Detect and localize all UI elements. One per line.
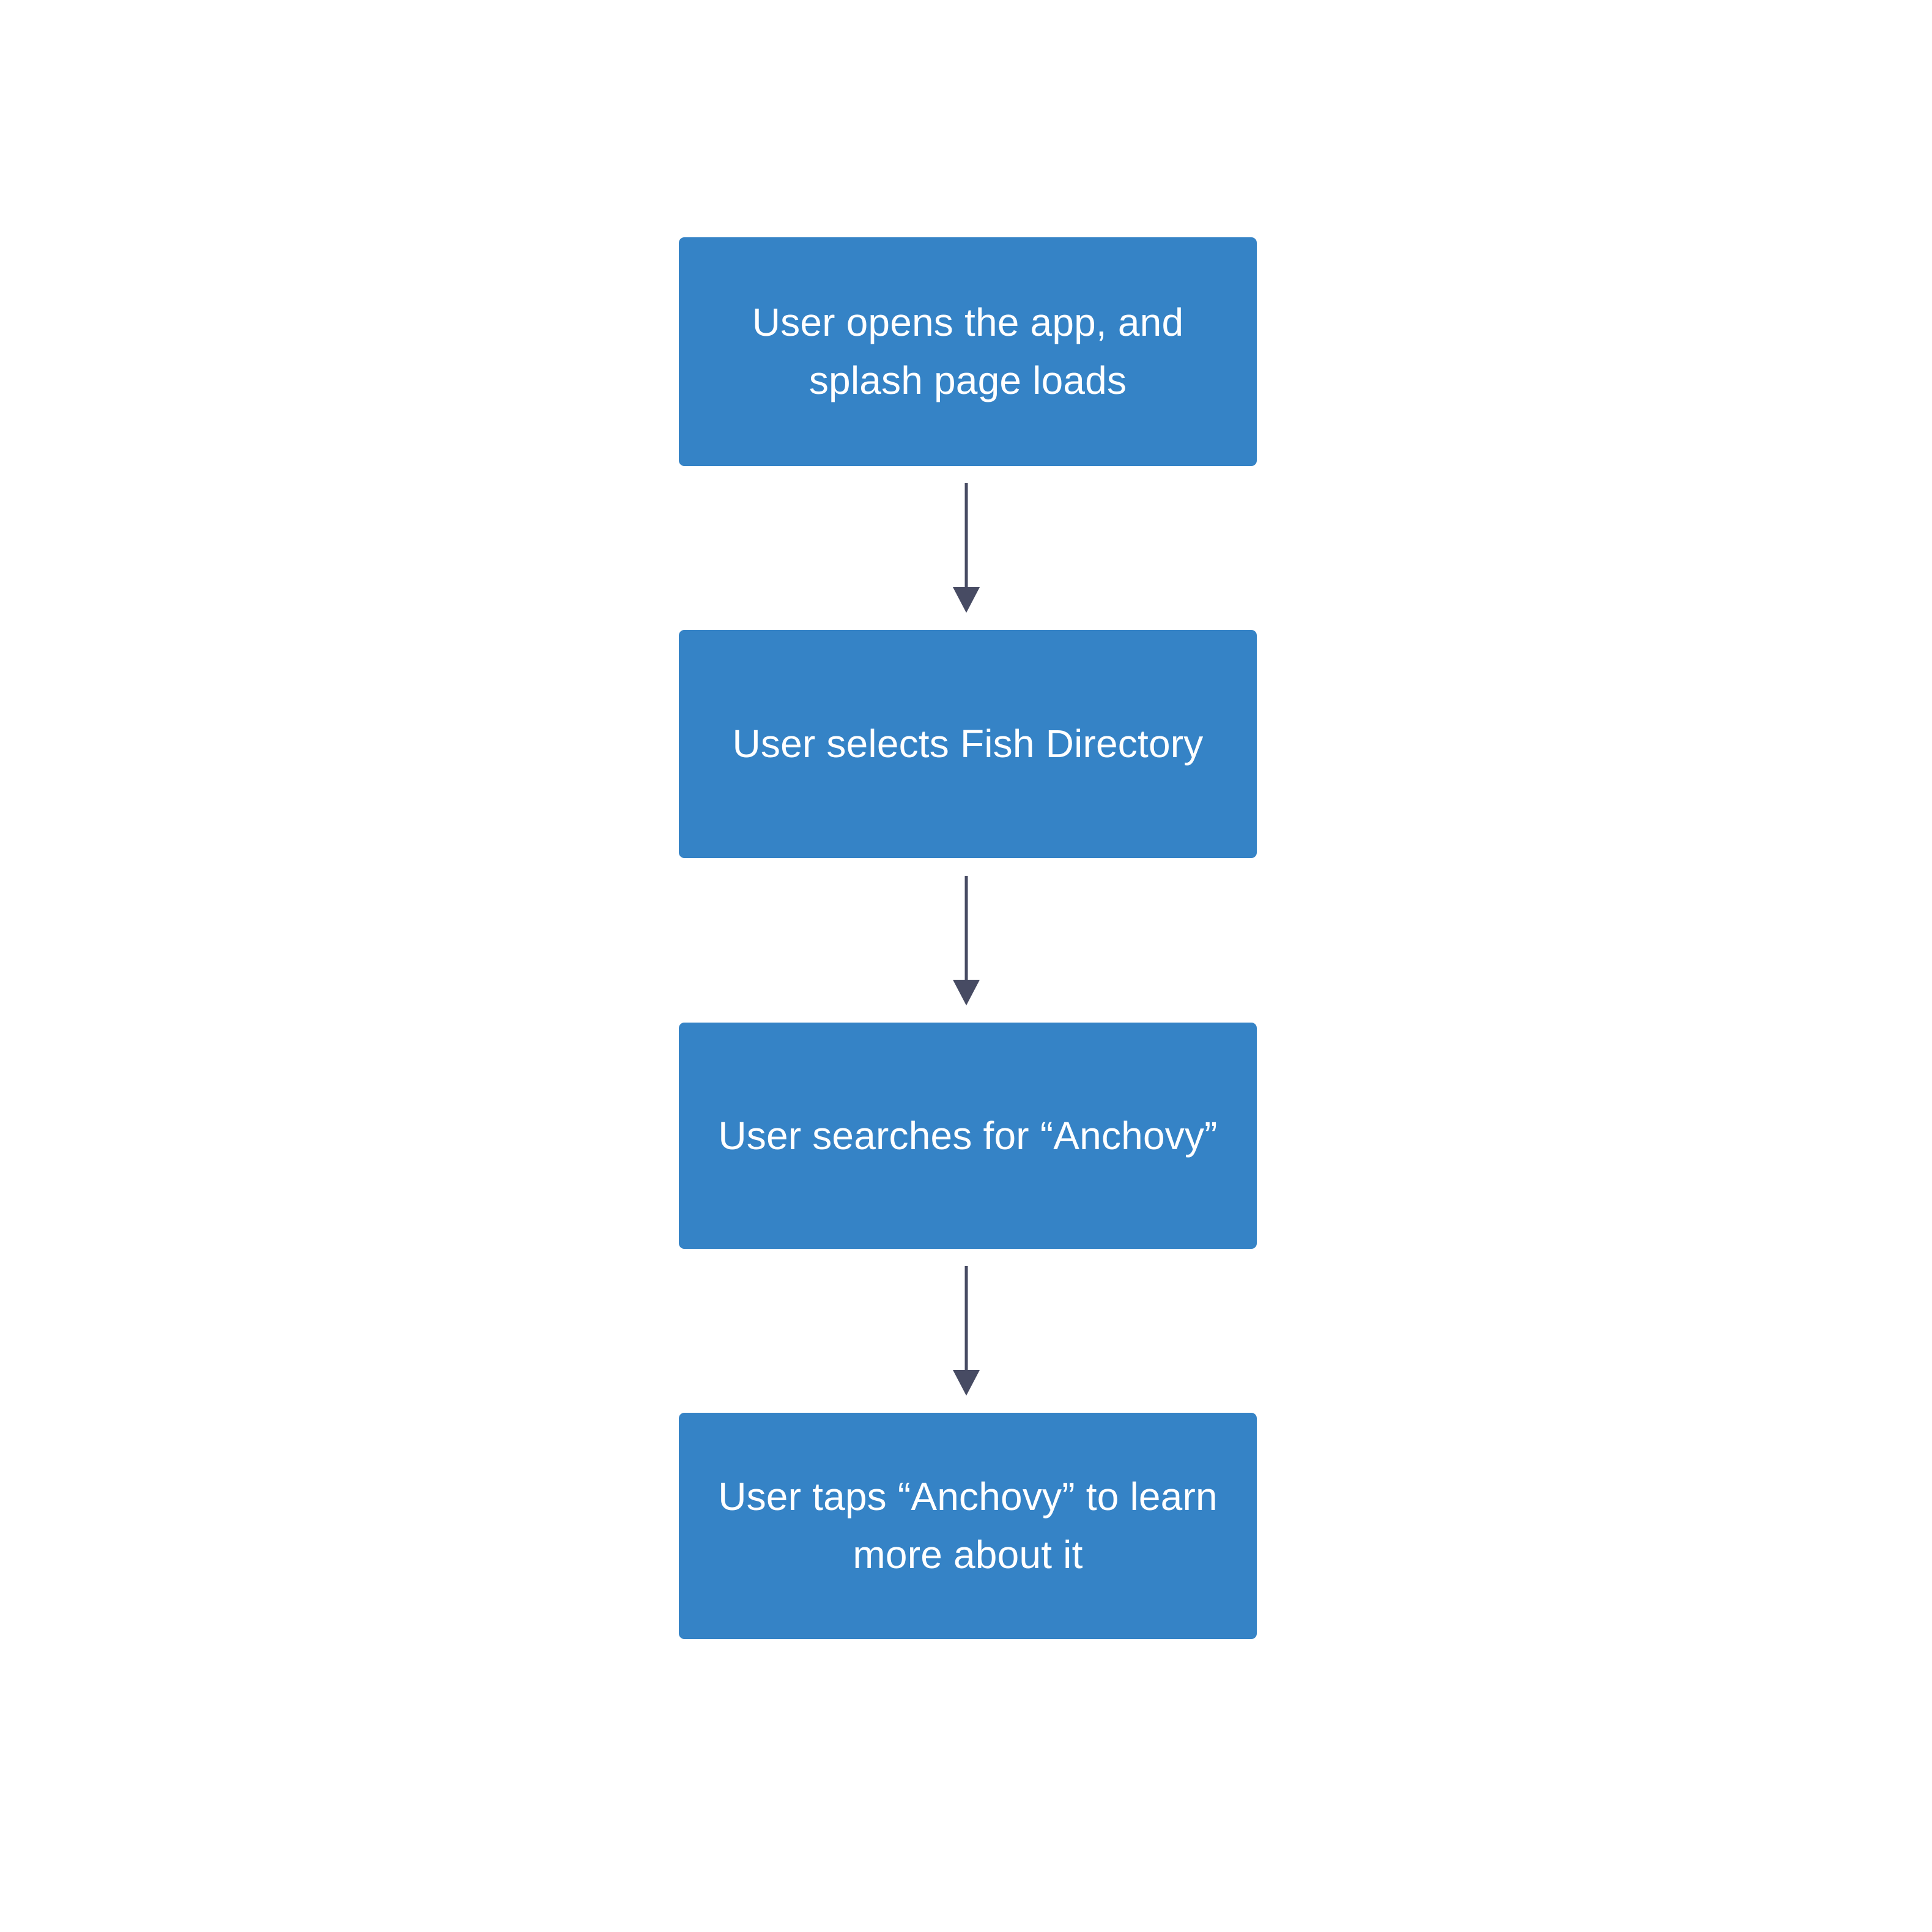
flow-node-3-label: User searches for “Anchovy”	[718, 1113, 1218, 1158]
flow-node-2-label: User selects Fish Directory	[732, 722, 1204, 766]
flow-node-4[interactable]: User taps “Anchovy” to learn more about …	[679, 1413, 1257, 1639]
arrow-down-icon	[953, 1266, 980, 1396]
flow-node-3[interactable]: User searches for “Anchovy”	[679, 1023, 1257, 1249]
arrow-down-icon	[953, 483, 980, 613]
flow-connector-1	[937, 483, 996, 613]
flow-connector-3	[937, 1266, 996, 1396]
flow-node-1[interactable]: User opens the app, and splash page load…	[679, 237, 1257, 466]
flow-node-4-label: User taps “Anchovy” to learn more about …	[718, 1475, 1218, 1577]
flow-node-2[interactable]: User selects Fish Directory	[679, 630, 1257, 858]
flow-connector-2	[937, 876, 996, 1005]
arrow-down-icon	[953, 876, 980, 1005]
flow-node-1-label: User opens the app, and splash page load…	[752, 300, 1184, 402]
